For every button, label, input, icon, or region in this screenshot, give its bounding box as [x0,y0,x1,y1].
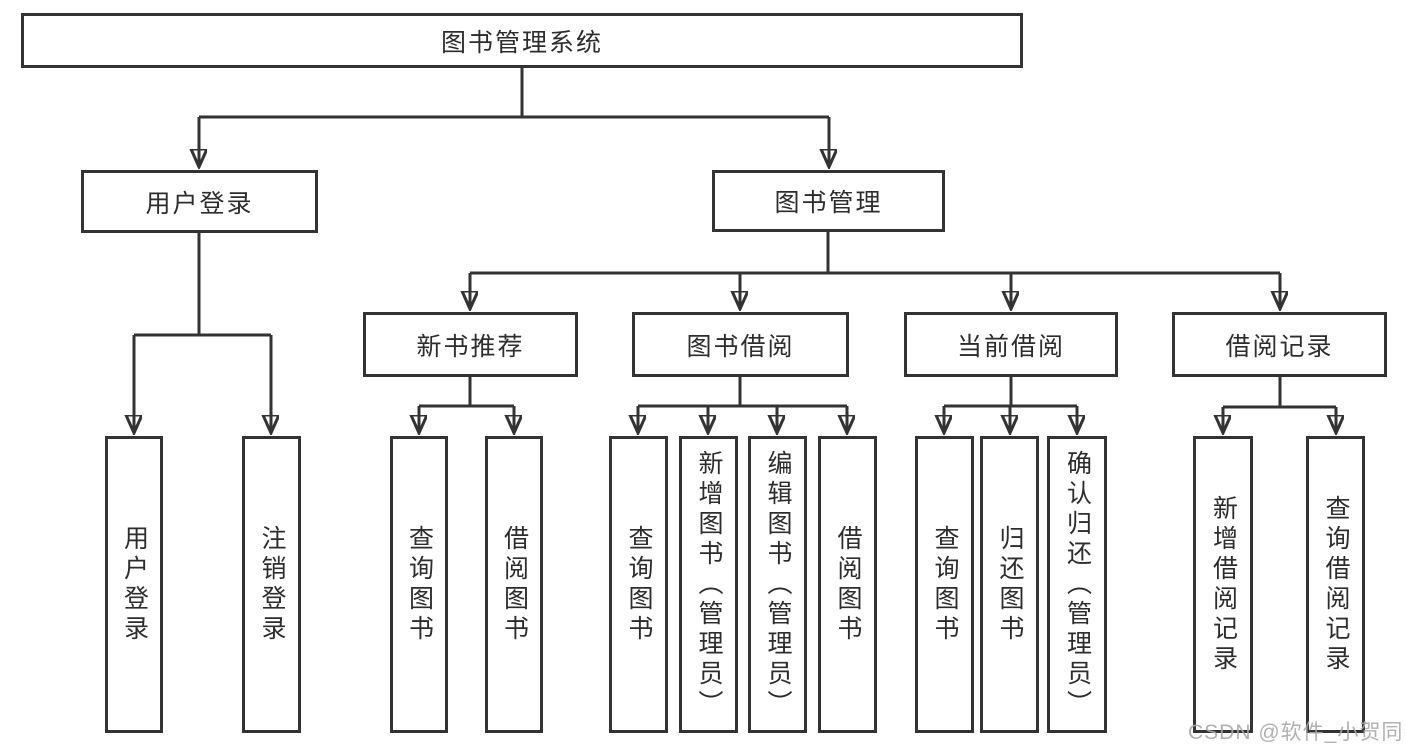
node-book-management: 图书管理 [712,170,945,232]
node-user-login: 用户登录 [81,170,318,233]
leaf-cb-query-books: 查询图书 [915,436,974,733]
leaf-br-add-borrow-record: 新增借阅记录 [1193,436,1253,733]
leaf-bb-edit-books-admin: 编辑图书（管理员） [748,436,807,733]
node-new-book-recommendation: 新书推荐 [363,312,578,377]
node-borrowing-records: 借阅记录 [1172,312,1387,377]
leaf-cb-confirm-return-admin: 确认归还（管理员） [1047,436,1107,733]
leaf-nb-query-books: 查询图书 [390,436,448,733]
leaf-user-login: 用户登录 [105,436,163,733]
leaf-bb-borrow-books: 借阅图书 [818,436,877,733]
leaf-logout-login: 注销登录 [242,436,301,733]
leaf-cb-return-books: 归还图书 [980,436,1039,733]
leaf-br-query-borrow-record: 查询借阅记录 [1306,436,1365,733]
node-book-borrowing: 图书借阅 [632,312,849,377]
leaf-bb-add-books-admin: 新增图书（管理员） [679,436,738,733]
csdn-watermark: CSDN @软件_小贺同学 [1188,721,1405,744]
node-library-management-system: 图书管理系统 [21,13,1023,68]
node-current-borrowing: 当前借阅 [904,312,1118,377]
leaf-bb-query-books: 查询图书 [609,436,668,733]
leaf-nb-borrow-books: 借阅图书 [485,436,543,733]
